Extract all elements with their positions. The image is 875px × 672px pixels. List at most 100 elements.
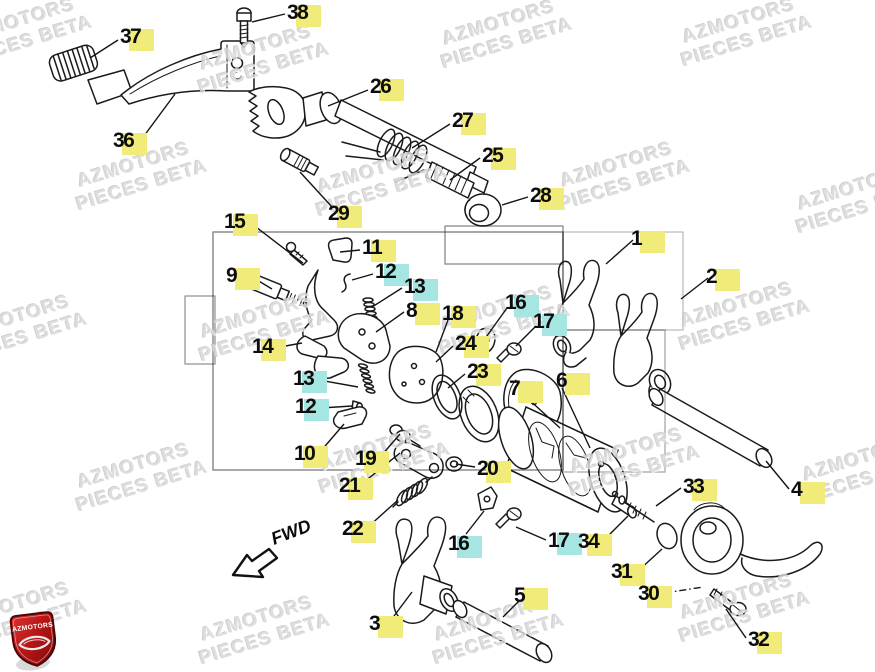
callout-22[interactable]: 22 (342, 518, 376, 543)
part-ring-24 (431, 374, 463, 420)
part-shift-shaft-arm (248, 85, 489, 194)
part-screw-17b (495, 507, 522, 529)
callout-highlight (557, 533, 582, 555)
leader-line-16 (483, 307, 508, 341)
callout-highlight (692, 479, 717, 501)
callout-25[interactable]: 25 (482, 144, 516, 170)
leader-line-17 (515, 526, 547, 541)
part-stopper-cover (680, 502, 823, 578)
part-fork-3 (393, 516, 459, 624)
callout-32[interactable]: 32 (748, 628, 782, 654)
part-bracket-10 (332, 406, 368, 430)
callout-highlight (757, 632, 782, 654)
callout-12[interactable]: 12 (295, 396, 329, 421)
part-clip-11 (327, 237, 353, 263)
callout-number: 8 (406, 299, 418, 322)
callout-7[interactable]: 7 (509, 377, 543, 403)
callout-17[interactable]: 17 (548, 530, 582, 555)
part-pawl-plate (337, 312, 391, 364)
callout-37[interactable]: 37 (120, 26, 154, 51)
callout-number: 38 (287, 1, 309, 24)
callout-8[interactable]: 8 (406, 299, 440, 325)
callout-highlight (296, 5, 321, 27)
callout-highlight (415, 303, 440, 325)
callout-number: 12 (375, 260, 397, 283)
callout-27[interactable]: 27 (452, 110, 486, 135)
callout-9[interactable]: 9 (226, 264, 260, 290)
callout-16[interactable]: 16 (505, 292, 539, 317)
part-joint-arm-21 (393, 441, 444, 479)
callout-number: 25 (482, 144, 504, 167)
callout-12[interactable]: 12 (375, 260, 409, 286)
part-shift-claw (296, 269, 350, 379)
callout-13[interactable]: 13 (404, 275, 438, 301)
callout-33[interactable]: 33 (683, 476, 717, 501)
brand-logo[interactable]: AZMOTORS (9, 611, 59, 672)
callout-number: 5 (514, 584, 526, 607)
leader-line-12 (351, 273, 374, 281)
callout-17[interactable]: 17 (533, 311, 567, 336)
part-cam-plate (388, 345, 444, 404)
callout-highlight (457, 536, 482, 558)
callout-number: 7 (509, 377, 521, 400)
callout-number: 11 (362, 236, 383, 259)
leader-line-11 (339, 249, 361, 253)
part-pin-34 (618, 495, 655, 523)
callout-13[interactable]: 13 (293, 368, 327, 393)
callout-28[interactable]: 28 (530, 184, 564, 210)
callout-29[interactable]: 29 (328, 203, 362, 228)
leader-line-18 (435, 319, 449, 353)
callout-3[interactable]: 3 (369, 613, 403, 638)
leader-line-5 (502, 600, 520, 618)
callout-11[interactable]: 11 (362, 236, 396, 262)
callout-number: 32 (748, 628, 770, 651)
callout-10[interactable]: 10 (294, 443, 328, 468)
callout-number: 19 (355, 447, 377, 470)
callout-highlight (523, 588, 548, 610)
callout-highlight (476, 364, 501, 386)
callout-16[interactable]: 16 (448, 533, 482, 558)
callout-number: 31 (611, 560, 633, 583)
callout-30[interactable]: 30 (638, 583, 672, 608)
part-screw-15 (285, 241, 308, 266)
leader-line-1 (605, 239, 634, 265)
callout-14[interactable]: 14 (252, 336, 286, 361)
callout-31[interactable]: 31 (611, 560, 645, 586)
callout-5[interactable]: 5 (514, 584, 548, 610)
callout-18[interactable]: 18 (442, 302, 476, 328)
callout-24[interactable]: 24 (455, 333, 489, 358)
callout-36[interactable]: 36 (113, 130, 147, 155)
leader-line-29 (299, 171, 333, 208)
callout-highlight (715, 269, 740, 291)
callout-highlight (235, 268, 260, 290)
callout-15[interactable]: 15 (224, 211, 258, 236)
callout-number: 18 (442, 302, 464, 325)
callout-number: 9 (226, 264, 238, 287)
callout-20[interactable]: 20 (477, 458, 511, 483)
callout-34[interactable]: 34 (578, 531, 612, 556)
callout-number: 28 (530, 184, 552, 207)
callout-highlight (379, 79, 404, 101)
callout-6[interactable]: 6 (556, 370, 590, 395)
callout-2[interactable]: 2 (706, 266, 740, 291)
callout-highlight (371, 240, 396, 262)
callout-number: 13 (404, 275, 426, 298)
callout-19[interactable]: 19 (355, 447, 389, 473)
leader-line-3 (390, 591, 413, 621)
callout-26[interactable]: 26 (370, 76, 404, 101)
callout-highlight (620, 564, 645, 586)
part-plate-16b (477, 486, 498, 511)
callout-4[interactable]: 4 (791, 479, 825, 504)
callout-highlight (303, 446, 328, 468)
leader-line-16 (465, 510, 485, 535)
callout-21[interactable]: 21 (339, 475, 373, 500)
callout-23[interactable]: 23 (467, 361, 501, 386)
callout-1[interactable]: 1 (631, 228, 665, 253)
part-pedal-rubber (48, 44, 99, 82)
callout-highlight (129, 29, 154, 51)
part-torsion-spring (341, 128, 428, 183)
callout-38[interactable]: 38 (287, 1, 321, 27)
part-bearing (464, 193, 502, 227)
